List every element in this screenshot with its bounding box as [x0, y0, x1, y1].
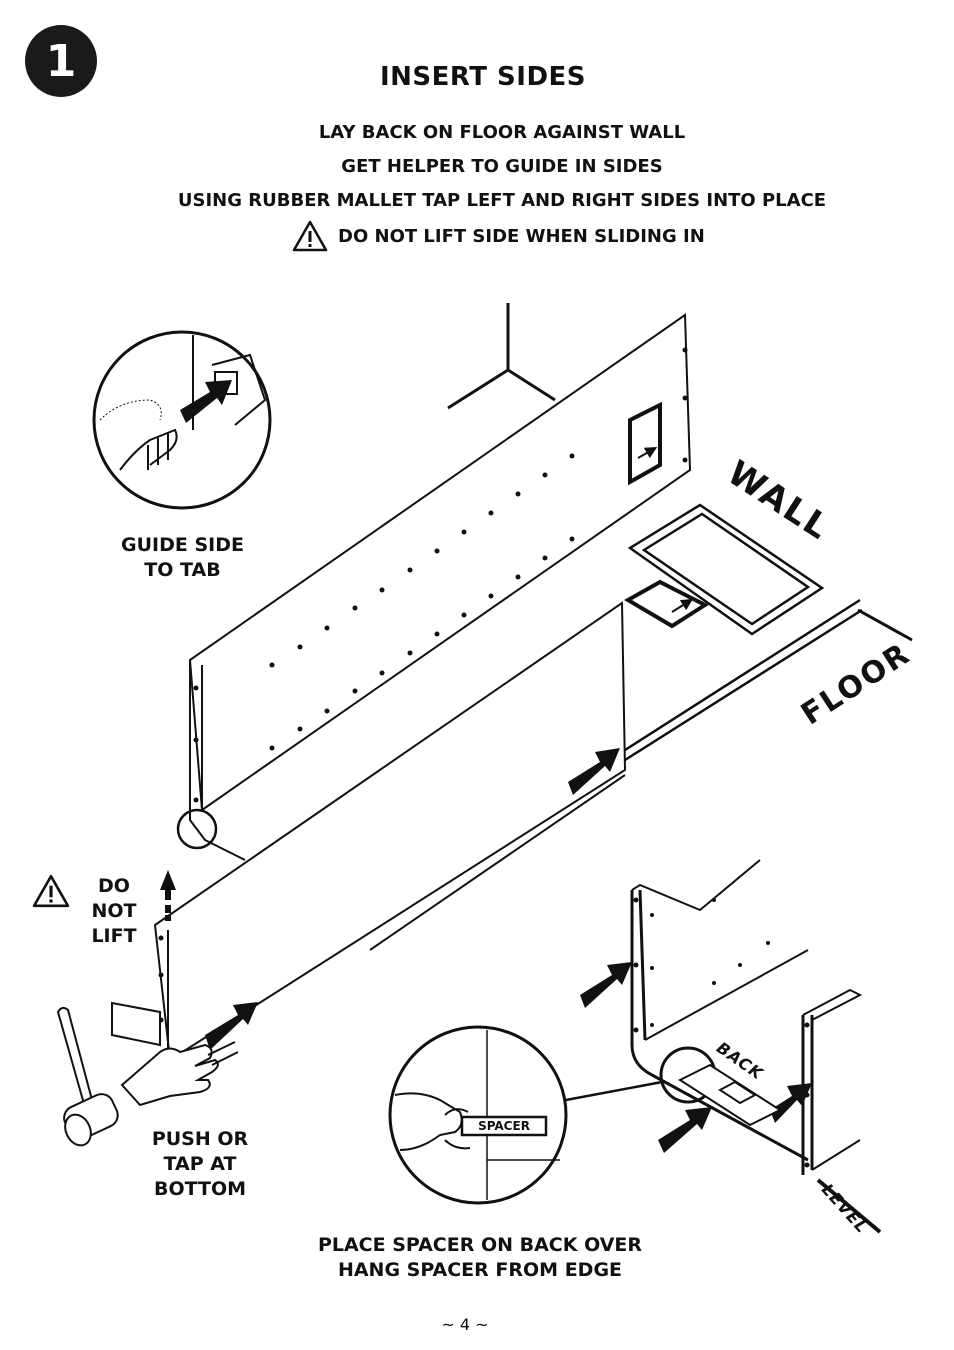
- guide-side-label: GUIDE SIDE TO TAB: [121, 534, 244, 581]
- floor-label-box: [623, 579, 710, 629]
- step-number-badge: 1: [25, 25, 97, 97]
- push-or-tap-label: PUSH OR TAP AT BOTTOM: [151, 1128, 249, 1200]
- spacer-block: [677, 1063, 783, 1127]
- warning-triangle-icon: [32, 874, 70, 908]
- wall-corner: [447, 303, 556, 410]
- warning-line: DO NOT LIFT SIDE WHEN SLIDING IN: [292, 220, 705, 252]
- back-panel-holes: [193, 347, 688, 803]
- page-title: INSERT SIDES: [379, 62, 587, 92]
- detail-bubble-spacer: [388, 1025, 568, 1205]
- push-arrows: [205, 748, 812, 1153]
- detail-leader-line: [565, 1080, 663, 1102]
- spacer-label: SPACER: [478, 1119, 530, 1133]
- do-not-lift-label: DO NOT LIFT: [32, 874, 162, 949]
- cabinet-holes: [633, 897, 810, 1168]
- instruction-line-1: LAY BACK ON FLOOR AGAINST WALL: [318, 122, 686, 143]
- hand-icon: [120, 1041, 239, 1107]
- do-not-lift-text: DO NOT LIFT: [91, 875, 137, 947]
- instruction-line-3: USING RUBBER MALLET TAP LEFT AND RIGHT S…: [177, 190, 827, 211]
- side-panel: [153, 601, 627, 1062]
- detail-bubble-tab: [92, 330, 272, 510]
- rubber-mallet-icon: [56, 1006, 119, 1147]
- floor-tray: [624, 503, 863, 762]
- warning-triangle-icon: [292, 220, 328, 252]
- page-number: ~ 4 ~: [441, 1315, 489, 1334]
- warning-text: DO NOT LIFT SIDE WHEN SLIDING IN: [338, 225, 705, 247]
- back-panel: [188, 313, 692, 861]
- floor-line: [857, 608, 913, 642]
- back-panel-label-box: [628, 401, 662, 486]
- cabinet-corner: [630, 859, 863, 1175]
- lift-arrow: [160, 870, 176, 921]
- place-spacer-label: PLACE SPACER ON BACK OVER HANG SPACER FR…: [317, 1234, 643, 1281]
- instruction-line-2: GET HELPER TO GUIDE IN SIDES: [341, 156, 663, 177]
- level-line: [816, 1178, 882, 1234]
- detail-marker-tab: [176, 808, 218, 850]
- protector-pad: [111, 1001, 161, 1047]
